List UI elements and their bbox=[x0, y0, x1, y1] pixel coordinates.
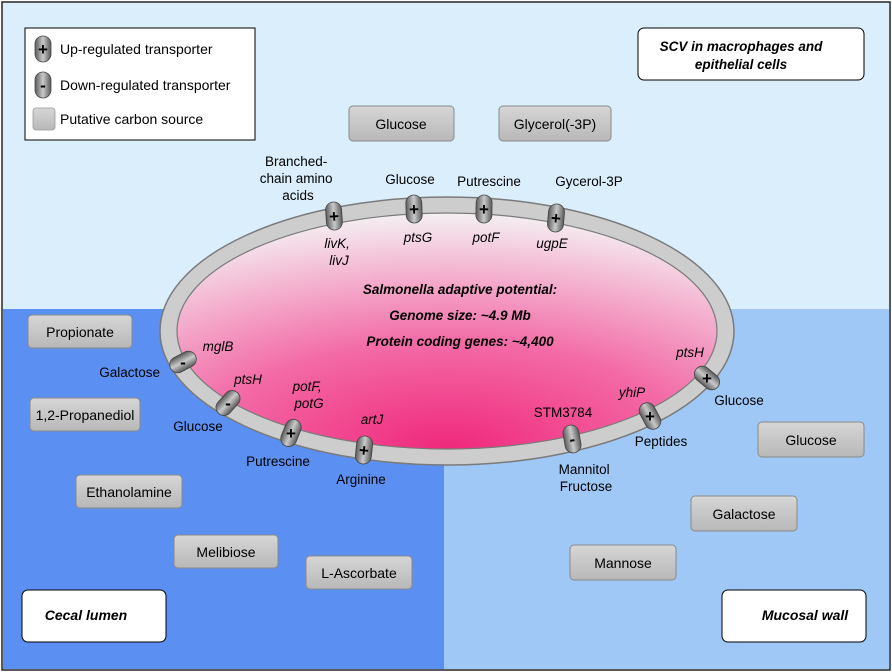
gene-ptsh-mucosal: ptsH bbox=[675, 345, 704, 360]
legend-down-label: Down-regulated transporter bbox=[60, 77, 231, 93]
carbon-source-label: L-Ascorbate bbox=[321, 565, 397, 581]
gene-mglb: mglB bbox=[203, 339, 234, 354]
transporter-potf: + bbox=[475, 194, 493, 224]
svg-text:+: + bbox=[550, 209, 562, 229]
legend-down-icon: - bbox=[34, 71, 52, 99]
scv-label-line1: SCV in macrophages and bbox=[660, 39, 824, 54]
cell-genome-size: Genome size: ~4.9 Mb bbox=[389, 308, 530, 323]
substrate-bcaa: Branched- chain amino acids bbox=[260, 154, 337, 203]
carbon-source-scv-glucose: Glucose bbox=[348, 105, 455, 142]
substrate-glucose-scv: Glucose bbox=[385, 172, 435, 187]
carbon-source-melibiose: Melibiose bbox=[173, 534, 279, 569]
gene-potf: potF bbox=[471, 230, 500, 245]
svg-text:-: - bbox=[40, 76, 46, 95]
cecal-lumen-label: Cecal lumen bbox=[21, 589, 167, 643]
substrate-putrescine-scv: Putrescine bbox=[457, 174, 521, 189]
substrate-glucose-mucosal: Glucose bbox=[714, 393, 764, 408]
carbon-source-mucosal-galactose: Galactose bbox=[690, 495, 798, 532]
gene-artj: artJ bbox=[361, 412, 384, 427]
gene-ptsg: ptsG bbox=[403, 230, 433, 245]
carbon-source-ascorbate: L-Ascorbate bbox=[305, 555, 413, 590]
svg-text:+: + bbox=[328, 207, 339, 227]
transporter-potf-potg: + bbox=[280, 419, 302, 447]
cell-cytoplasm bbox=[176, 212, 718, 450]
gene-ptsh-cecal: ptsH bbox=[233, 372, 262, 387]
cell-protein-genes: Protein coding genes: ~4,400 bbox=[366, 334, 554, 349]
svg-text:+: + bbox=[702, 369, 712, 388]
substrate-arginine: Arginine bbox=[336, 472, 386, 487]
svg-text:+: + bbox=[645, 407, 655, 426]
carbon-source-label: Galactose bbox=[712, 506, 775, 522]
substrate-gycerol-3p: Gycerol-3P bbox=[555, 174, 623, 189]
mucosal-wall-text: Mucosal wall bbox=[762, 607, 849, 623]
scv-label-line2: epithelial cells bbox=[695, 57, 788, 72]
carbon-source-label: Glucose bbox=[785, 432, 837, 448]
transporter-stm3784: - bbox=[562, 424, 582, 454]
carbon-source-scv-glycerol: Glycerol(-3P) bbox=[498, 105, 612, 142]
substrate-glucose-cecal: Glucose bbox=[173, 419, 223, 434]
gene-ugpe: ugpE bbox=[536, 236, 569, 251]
carbon-source-propionate: Propionate bbox=[27, 314, 133, 349]
svg-text:-: - bbox=[568, 430, 577, 450]
gene-livk-livj: livK, livJ bbox=[324, 236, 353, 268]
transporter-yhip: + bbox=[638, 402, 662, 430]
transporter-mglb: - bbox=[169, 350, 197, 374]
carbon-source-mucosal-glucose: Glucose bbox=[757, 421, 865, 458]
legend: + Up-regulated transporter - Down-regula… bbox=[24, 27, 256, 141]
gene-yhip: yhiP bbox=[618, 385, 645, 400]
carbon-source-label: Glycerol(-3P) bbox=[514, 116, 596, 132]
carbon-source-mucosal-mannose: Mannose bbox=[569, 544, 677, 581]
transporter-ptsh-mucosal: + bbox=[694, 365, 720, 391]
svg-text:+: + bbox=[409, 200, 420, 219]
carbon-source-label: Propionate bbox=[46, 324, 114, 340]
transporter-ptsh-cecal: - bbox=[215, 390, 241, 416]
carbon-source-label: Melibiose bbox=[196, 544, 255, 560]
svg-text:+: + bbox=[286, 424, 296, 443]
legend-up-icon: + bbox=[34, 35, 52, 63]
carbon-source-label: Ethanolamine bbox=[86, 484, 172, 500]
carbon-source-ethanolamine: Ethanolamine bbox=[75, 474, 183, 509]
salmonella-cell: Salmonella adaptive potential: Genome si… bbox=[159, 196, 735, 466]
mucosal-wall-label: Mucosal wall bbox=[721, 589, 867, 643]
carbon-source-label: Glucose bbox=[375, 116, 427, 132]
transporter-artj: + bbox=[354, 435, 374, 465]
transporter-ptsg: + bbox=[405, 194, 423, 224]
transporter-ugpe: + bbox=[547, 203, 565, 233]
cecal-lumen-text: Cecal lumen bbox=[45, 607, 127, 623]
svg-text:+: + bbox=[38, 40, 48, 59]
scv-label: SCV in macrophages and epithelial cells bbox=[637, 27, 865, 81]
gene-stm3784: STM3784 bbox=[534, 405, 593, 420]
cell-title: Salmonella adaptive potential: bbox=[363, 282, 557, 297]
svg-text:+: + bbox=[479, 200, 489, 219]
substrate-mannitol-fructose: Mannitol Fructose bbox=[559, 462, 614, 494]
transporter-livk-livj: + bbox=[325, 201, 343, 231]
svg-text:-: - bbox=[180, 353, 186, 372]
substrate-putrescine-cecal: Putrescine bbox=[246, 454, 310, 469]
legend-carbon-icon bbox=[32, 107, 56, 131]
legend-up-label: Up-regulated transporter bbox=[60, 41, 213, 57]
legend-box bbox=[24, 27, 256, 141]
svg-text:+: + bbox=[358, 441, 370, 461]
svg-text:-: - bbox=[225, 394, 231, 413]
carbon-source-label: 1,2-Propanediol bbox=[36, 407, 135, 423]
gene-potf-potg: potF, potG bbox=[292, 379, 326, 411]
carbon-source-propanediol: 1,2-Propanediol bbox=[29, 397, 141, 432]
substrate-peptides: Peptides bbox=[635, 434, 688, 449]
legend-carbon-label: Putative carbon source bbox=[60, 111, 203, 127]
carbon-source-label: Mannose bbox=[594, 555, 652, 571]
substrate-galactose: Galactose bbox=[99, 365, 160, 380]
